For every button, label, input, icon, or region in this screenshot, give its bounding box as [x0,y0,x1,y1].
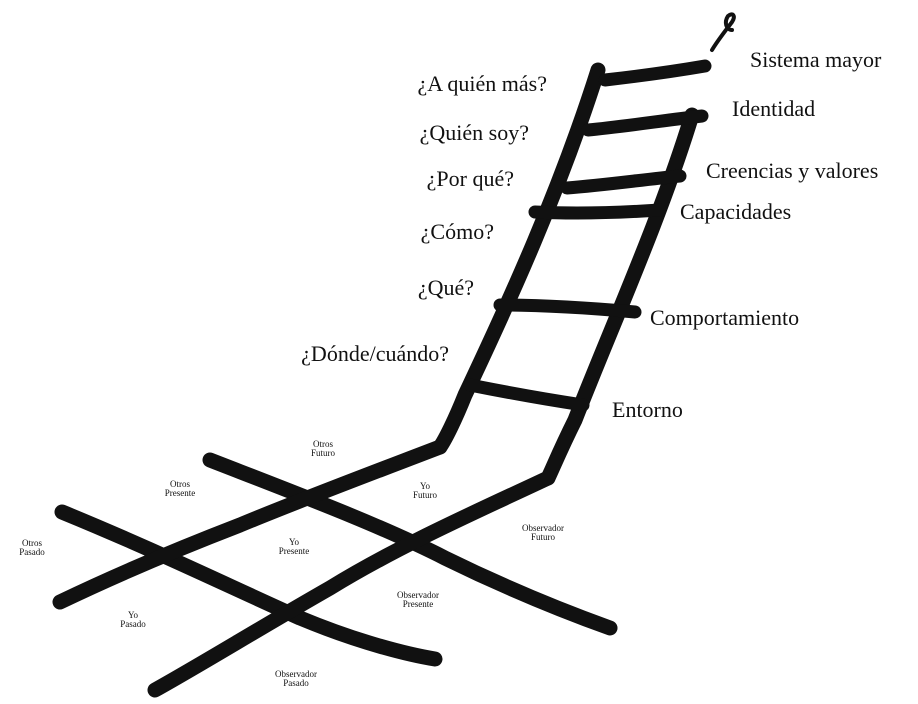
cell-line2: Pasado [283,678,309,688]
level-entorno: Entorno [612,397,683,422]
cell-line1: Otros [22,538,42,548]
question-que: ¿Qué? [417,275,474,300]
spiral-mark [710,12,736,52]
cell-line1: Observador [397,590,439,600]
cell-otros-pasado: Otros Pasado [19,539,45,557]
level-comportamiento: Comportamiento [650,305,800,330]
cell-line2: Futuro [530,532,555,542]
cell-line2: Presente [164,488,196,498]
cell-otros-presente: Otros Presente [165,480,196,498]
question-a-quien-mas: ¿A quién más? [417,71,547,96]
cell-line2: Pasado [19,547,45,557]
question-donde-cuando: ¿Dónde/cuándo? [301,341,449,366]
cell-line1: Otros [170,479,190,489]
level-capacidades: Capacidades [680,199,792,224]
ladder-right-rail [540,107,700,486]
cell-yo-pasado: Yo Pasado [120,611,146,629]
cell-line2: Presente [278,546,310,556]
ladder-rung-comportamiento [493,298,642,319]
cell-line2: Presente [402,599,434,609]
cell-line2: Futuro [412,490,438,500]
level-creencias-y-valores: Creencias y valores [706,158,879,183]
cell-yo-presente: Yo Presente [279,538,310,556]
cell-line1: Observador [522,523,564,533]
grid-line-middle [54,504,443,667]
cell-yo-futuro: Yo Futuro [413,482,437,500]
cell-line2: Pasado [120,619,146,629]
grid-line-left-rail [52,439,448,610]
ladder-rung-entorno [463,378,590,412]
cell-line1: Otros [312,439,333,449]
question-quien-soy: ¿Quién soy? [419,120,529,145]
level-sistema-mayor: Sistema mayor [750,47,882,72]
grid-line-back [202,452,618,636]
cell-line1: Yo [288,537,300,547]
question-como: ¿Cómo? [420,219,494,244]
ladder-left-rail [432,62,606,455]
cell-observador-presente: Observador Presente [397,591,439,609]
cell-line1: Yo [419,481,431,491]
level-identidad: Identidad [732,96,816,121]
grid-line-right-rail [147,470,556,698]
ladder-rung-capacidades [528,203,667,220]
cell-line1: Observador [275,669,317,679]
ladder-rung-sistema-mayor [598,59,712,87]
cell-line1: Yo [127,610,139,620]
ladder-rung-identidad [581,109,709,137]
cell-observador-futuro: Observador Futuro [522,524,564,542]
cell-observador-pasado: Observador Pasado [275,670,317,688]
cell-otros-futuro: Otros Futuro [311,440,335,458]
question-por-que: ¿Por qué? [426,166,514,191]
ladder-rung-creencias [560,169,687,195]
cell-line2: Futuro [310,448,336,458]
